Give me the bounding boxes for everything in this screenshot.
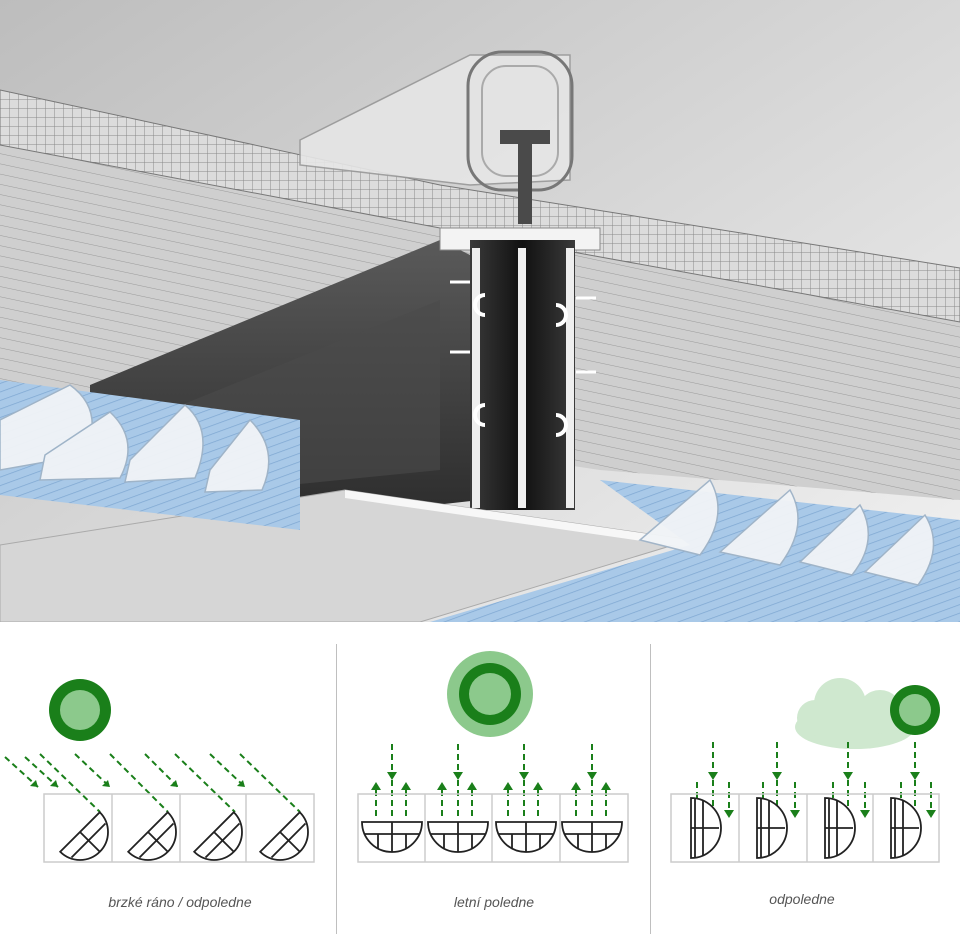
- panel-divider: [650, 644, 651, 934]
- panel-noon: [357, 651, 629, 863]
- panel-frame: [670, 793, 940, 863]
- dashed-arrow-icon: [696, 742, 932, 810]
- panel-frame: [357, 793, 629, 863]
- sun-icon: [890, 685, 940, 735]
- sun-icon: [49, 679, 111, 741]
- multiwall-sheet-edge: [0, 89, 960, 323]
- caption-noon: letní poledne: [453, 894, 535, 910]
- clamp-cap: [299, 54, 571, 186]
- polycarbonate-profile-illustration: [0, 0, 960, 622]
- cloud-icon: [795, 678, 915, 749]
- louver-cell: [690, 797, 922, 859]
- dashed-arrow-icon: [4, 753, 301, 813]
- h-profile: [439, 227, 601, 510]
- panel-divider: [336, 644, 337, 934]
- dashed-arrow-icon: [375, 744, 607, 817]
- louver-cell: [58, 810, 309, 861]
- louver-cell: [361, 821, 623, 853]
- panel-afternoon: [670, 678, 940, 863]
- panel-morning: [4, 679, 315, 863]
- caption-morning: brzké ráno / odpoledne: [108, 894, 252, 910]
- panel-frame: [43, 793, 315, 863]
- sun-icon: [447, 651, 533, 737]
- sun-angle-diagram: brzké ráno / odpoledne letní poledne odp…: [0, 622, 960, 947]
- caption-afternoon: odpoledne: [769, 891, 835, 907]
